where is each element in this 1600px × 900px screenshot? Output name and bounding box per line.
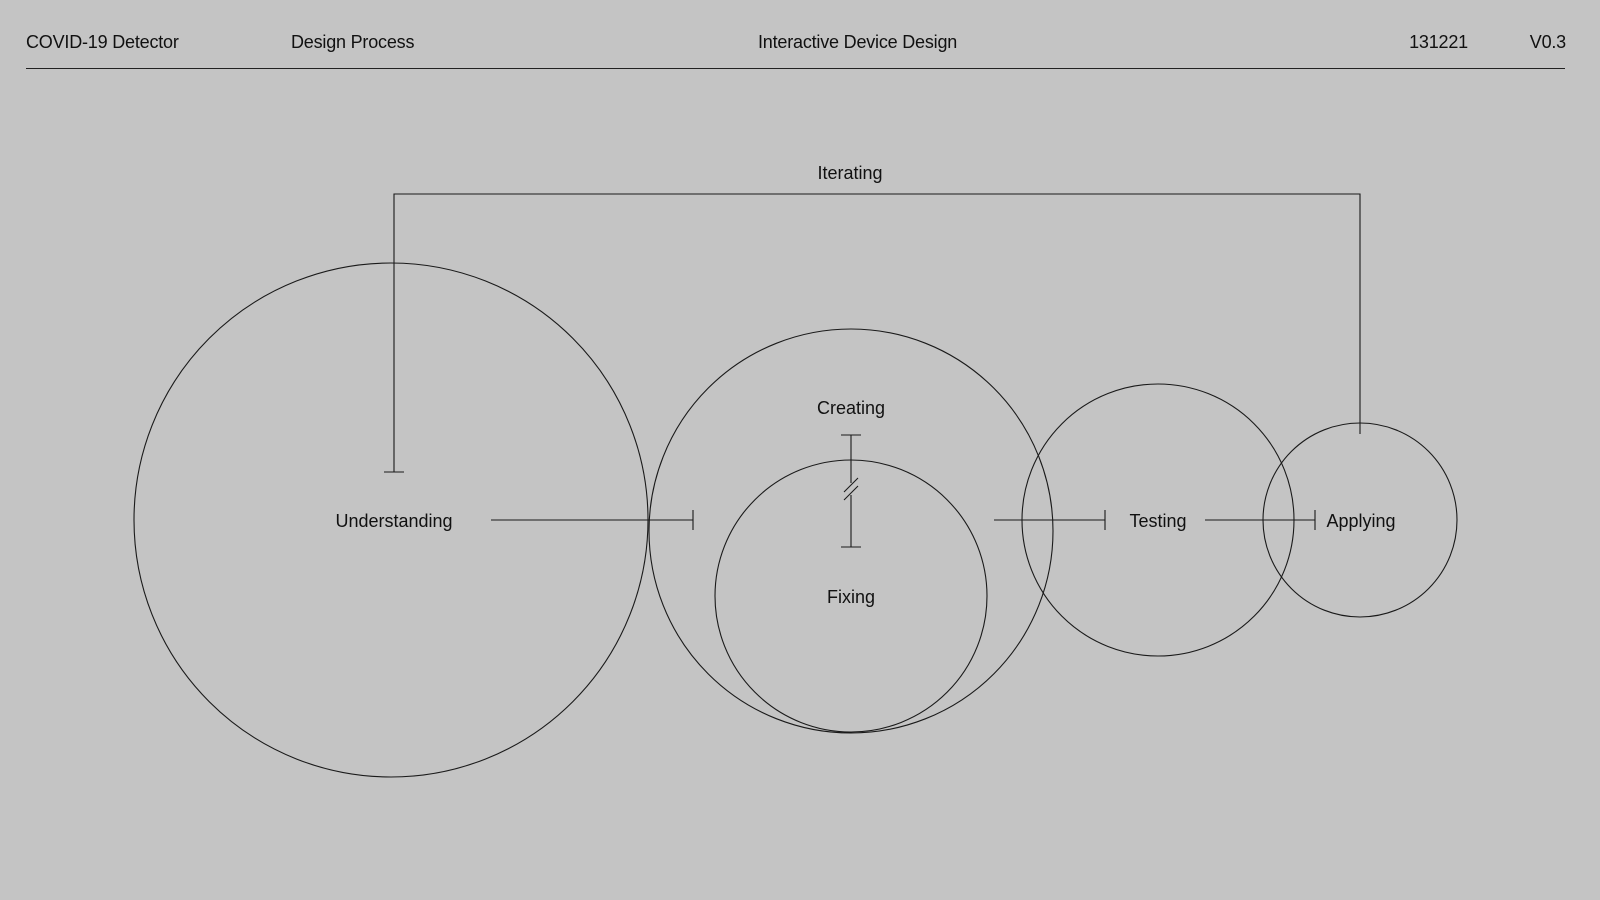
creating-circle <box>648 328 1054 734</box>
testing-label: Testing <box>1129 511 1186 531</box>
creating-label: Creating <box>817 398 885 418</box>
header-bar: COVID-19 Detector Design Process Interac… <box>0 0 1600 70</box>
applying-label: Applying <box>1326 511 1395 531</box>
project-title: COVID-19 Detector <box>26 32 179 52</box>
iterating-label: Iterating <box>817 163 882 183</box>
header-divider <box>26 68 1565 69</box>
version-label: V0.3 <box>1529 32 1566 52</box>
section-title: Design Process <box>291 32 415 52</box>
course-title: Interactive Device Design <box>758 32 958 52</box>
understanding-label: Understanding <box>335 511 452 531</box>
creating-fixing-break-mark-2 <box>843 485 859 501</box>
date-code: 131221 <box>1409 32 1468 52</box>
creating-fixing-break-mark-1 <box>843 477 859 493</box>
fixing-label: Fixing <box>827 587 875 607</box>
iterating-loop-line <box>393 193 1361 472</box>
